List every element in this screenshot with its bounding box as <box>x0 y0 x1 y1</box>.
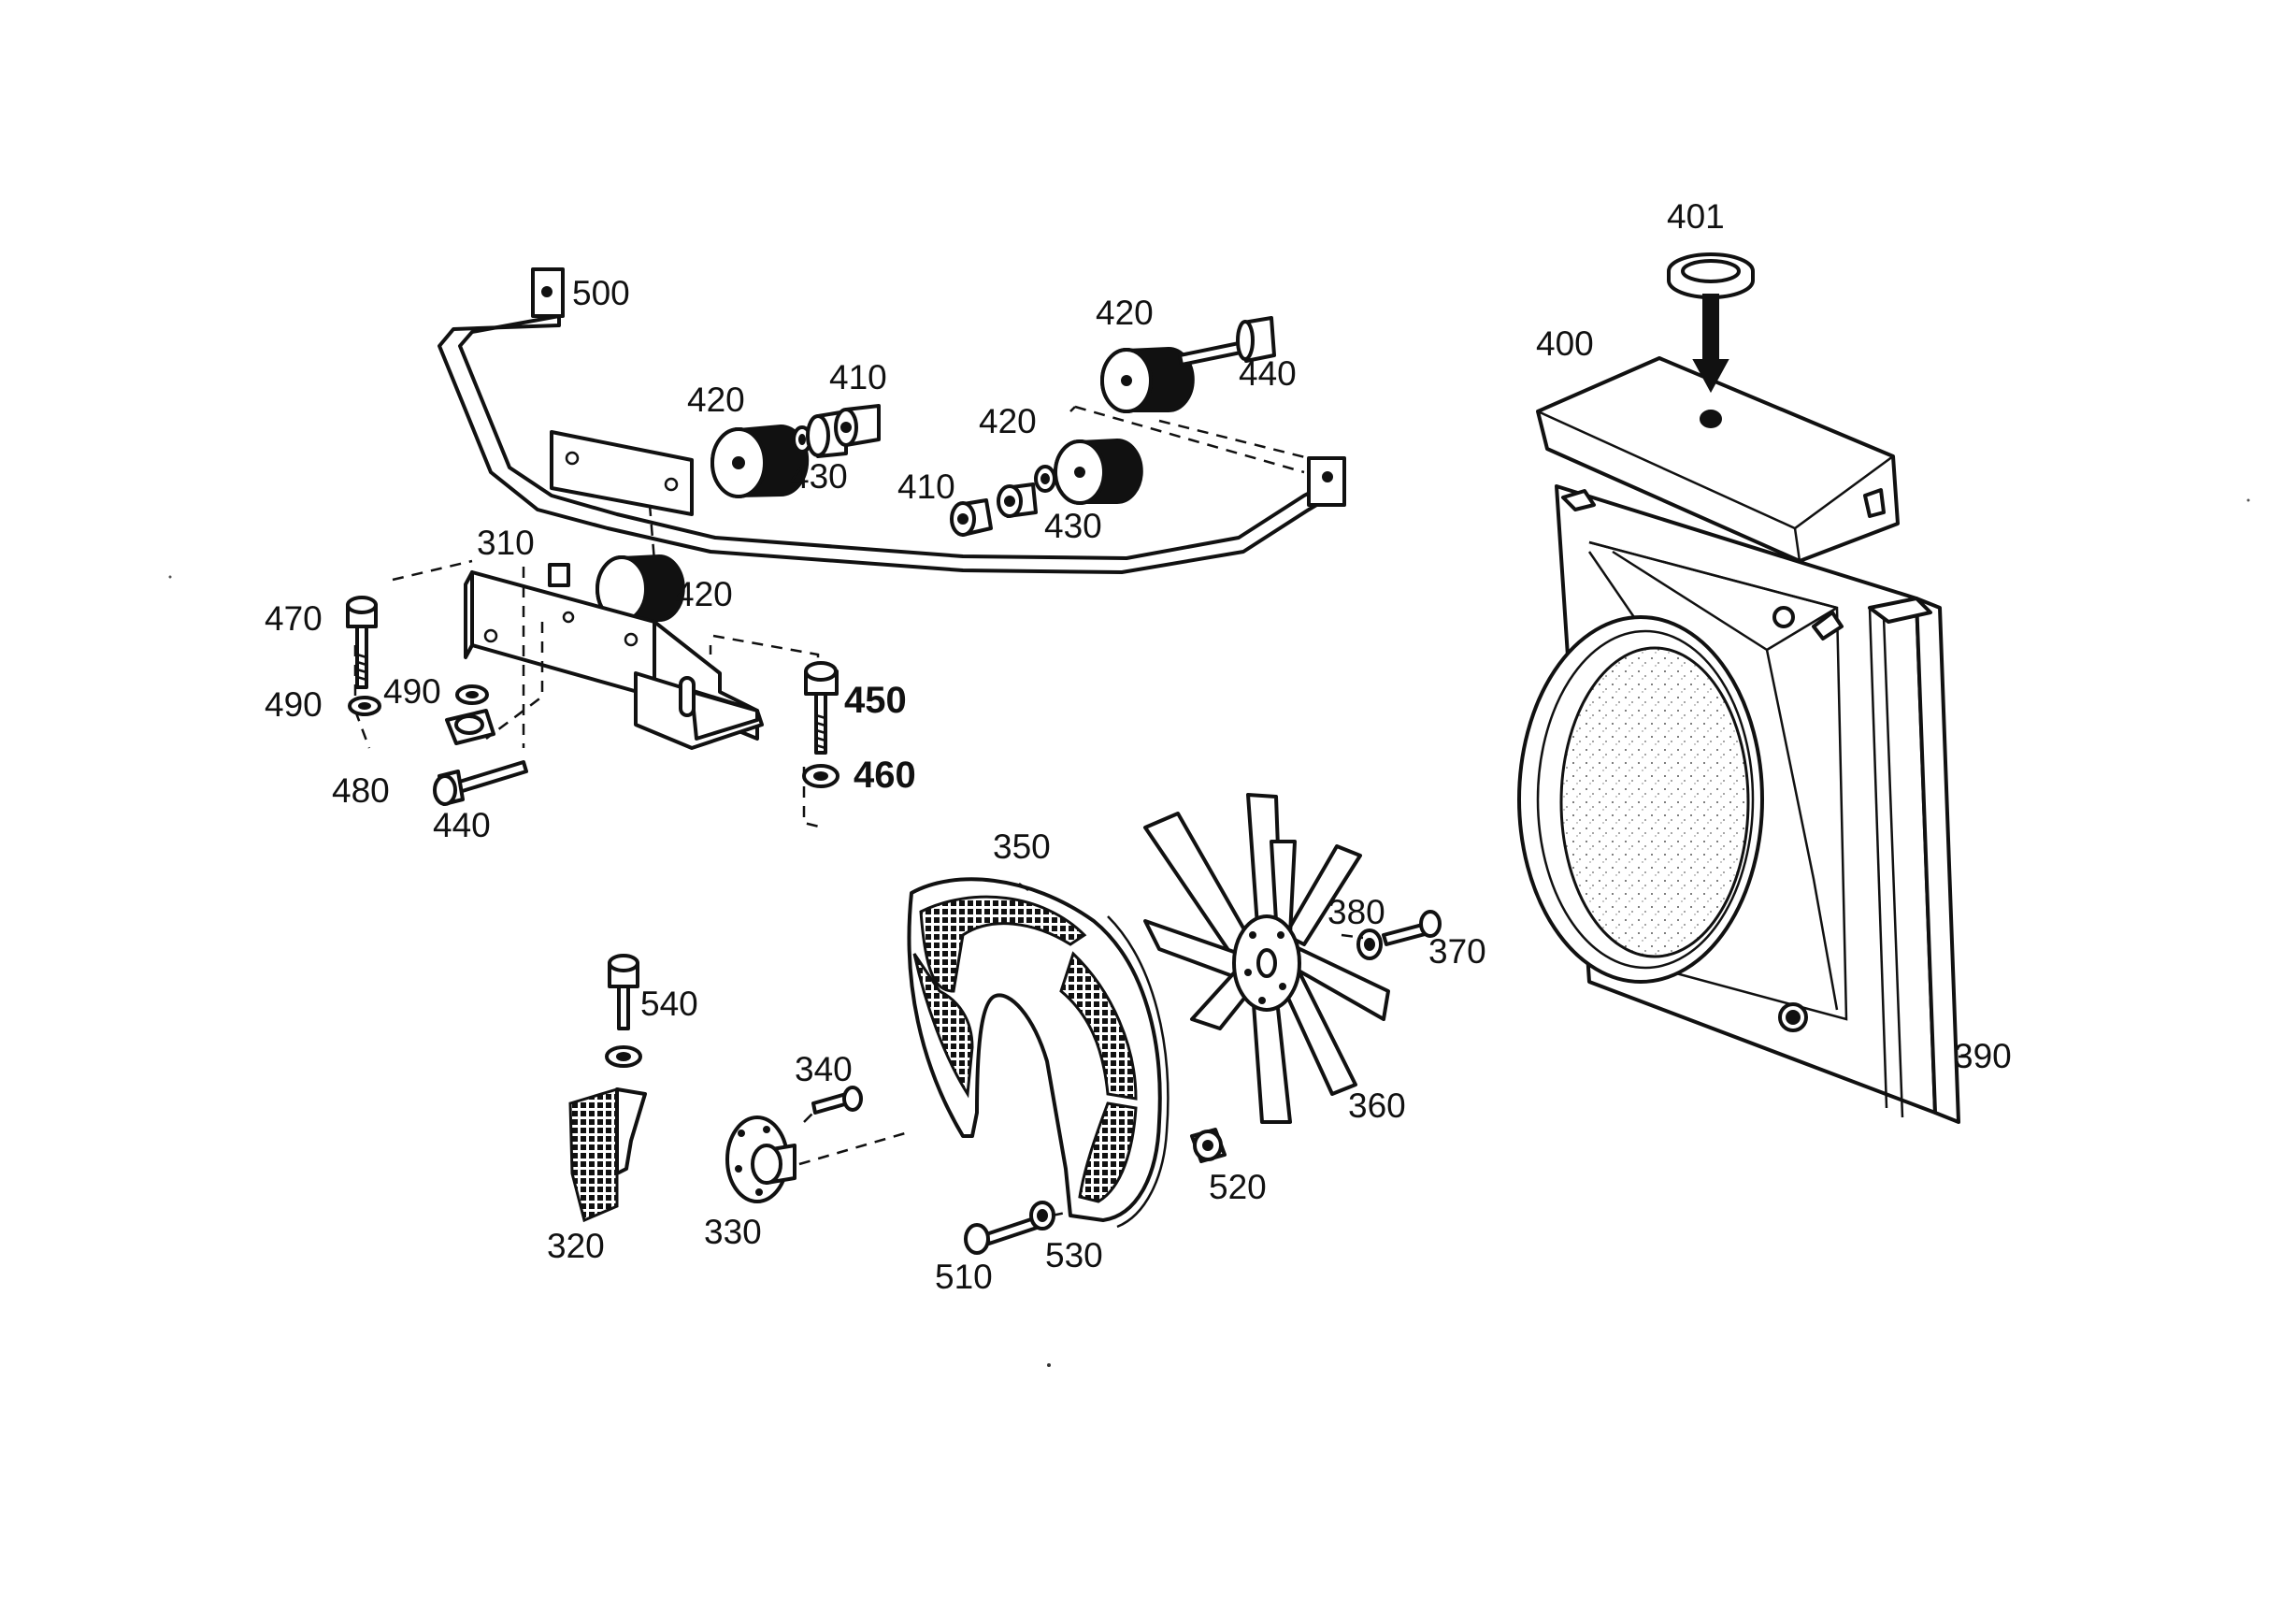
nut-480 <box>445 709 495 745</box>
washer-530 <box>1029 1201 1055 1231</box>
bolt-440-upper <box>1178 316 1276 367</box>
label-510: 510 <box>935 1258 993 1296</box>
label-440-upper: 440 <box>1239 354 1297 393</box>
top-cover-400 <box>1536 356 1900 563</box>
label-420-upper-left: 420 <box>687 381 745 419</box>
rubber-mount-420-d <box>596 554 685 623</box>
label-410-upper: 410 <box>829 358 887 396</box>
washer-nut-set-upper <box>792 404 881 458</box>
part-labels: 500 401 400 420 440 410 420 420 430 410 … <box>265 197 2012 1296</box>
washer-nut-set-lower <box>950 465 1056 537</box>
label-370: 370 <box>1428 932 1486 971</box>
label-420-bracket: 420 <box>675 575 733 613</box>
washer-460 <box>802 764 839 788</box>
nut-520 <box>1190 1128 1227 1163</box>
label-490-right: 490 <box>383 672 441 711</box>
label-340: 340 <box>795 1050 853 1088</box>
label-401: 401 <box>1667 197 1725 236</box>
label-480: 480 <box>332 771 390 810</box>
label-420-middle: 420 <box>979 402 1037 440</box>
label-330: 330 <box>704 1213 762 1251</box>
hub-330 <box>725 1115 796 1203</box>
label-460: 460 <box>854 755 916 796</box>
filler-cap-401 <box>1667 252 1755 394</box>
label-470: 470 <box>265 599 323 638</box>
label-390: 390 <box>1954 1037 2012 1075</box>
label-530: 530 <box>1045 1236 1103 1274</box>
bolt-440-lower <box>433 760 528 806</box>
fan-360 <box>1143 793 1390 1124</box>
label-350: 350 <box>993 828 1051 866</box>
label-410-lower: 410 <box>897 468 955 506</box>
label-430-upper: 430 <box>790 457 848 496</box>
label-400: 400 <box>1536 324 1594 363</box>
rubber-mount-420-c <box>1054 438 1143 505</box>
label-310: 310 <box>477 524 535 562</box>
label-420-upper-right: 420 <box>1096 294 1154 332</box>
washer-380 <box>1356 928 1383 960</box>
label-380: 380 <box>1327 893 1385 931</box>
bolt-470 <box>346 596 378 689</box>
bolt-540 <box>605 954 642 1068</box>
bracket-310 <box>464 563 764 750</box>
rubber-mount-420-a <box>710 424 810 498</box>
bolt-370 <box>1382 910 1442 946</box>
label-440-lower: 440 <box>433 806 491 844</box>
rubber-mount-420-b <box>1100 346 1195 413</box>
label-450: 450 <box>844 680 907 721</box>
label-320: 320 <box>547 1227 605 1265</box>
label-490-left: 490 <box>265 685 323 724</box>
label-520: 520 <box>1209 1168 1267 1206</box>
radiator-390 <box>1517 484 1960 1124</box>
label-360: 360 <box>1348 1087 1406 1125</box>
label-540: 540 <box>640 985 698 1023</box>
bolt-450 <box>804 661 839 755</box>
fan-guard-350 <box>907 877 1170 1229</box>
label-430-lower: 430 <box>1044 507 1102 545</box>
bracket-320 <box>568 1087 647 1223</box>
washer-490-left <box>348 696 381 716</box>
bolt-340 <box>811 1086 863 1115</box>
washer-490-right <box>455 684 489 705</box>
label-500: 500 <box>572 274 630 312</box>
frame-tube-500 <box>438 267 1346 574</box>
